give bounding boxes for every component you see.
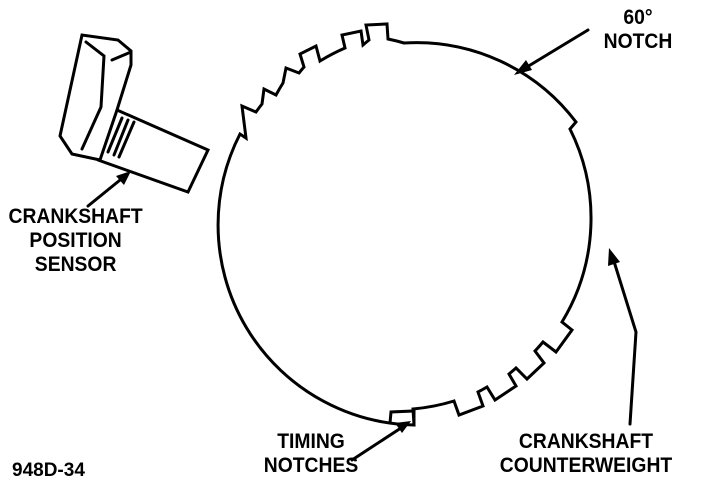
crankshaft-position-sensor [58,33,211,194]
counterweight-outline [216,22,593,427]
figure-id: 948D-34 [12,460,85,481]
leader-sensor [86,174,127,208]
counterweight-label-line2: COUNTERWEIGHT [499,454,673,477]
sensor-label-line1: CRANKSHAFT [8,205,143,228]
timing-notch [388,409,416,427]
sensor-label: CRANKSHAFT POSITION SENSOR [2,205,149,277]
leader-counterweight [610,253,638,426]
leader-notch60 [520,28,590,72]
sensor-label-line3: SENSOR [34,253,117,276]
arrowhead-counterweight [608,248,620,266]
counterweight-label-line1: CRANKSHAFT [518,430,654,453]
timing-label-line1: TIMING [277,430,345,453]
timing-notches-label: TIMING NOTCHES [251,430,371,478]
notch60-label-line1: 60° [623,6,653,29]
arrowhead-sensor [116,171,131,185]
timing-label-line2: NOTCHES [263,454,359,477]
arrowhead-timing [395,421,411,433]
arrowhead-notch60 [514,60,532,75]
leader-timing [350,424,406,462]
counterweight-label: CRANKSHAFT COUNTERWEIGHT [494,430,678,478]
sensor-label-line2: POSITION [29,229,122,252]
notch60-label-line2: NOTCH [603,30,673,53]
notch60-label: 60° NOTCH [592,6,684,54]
